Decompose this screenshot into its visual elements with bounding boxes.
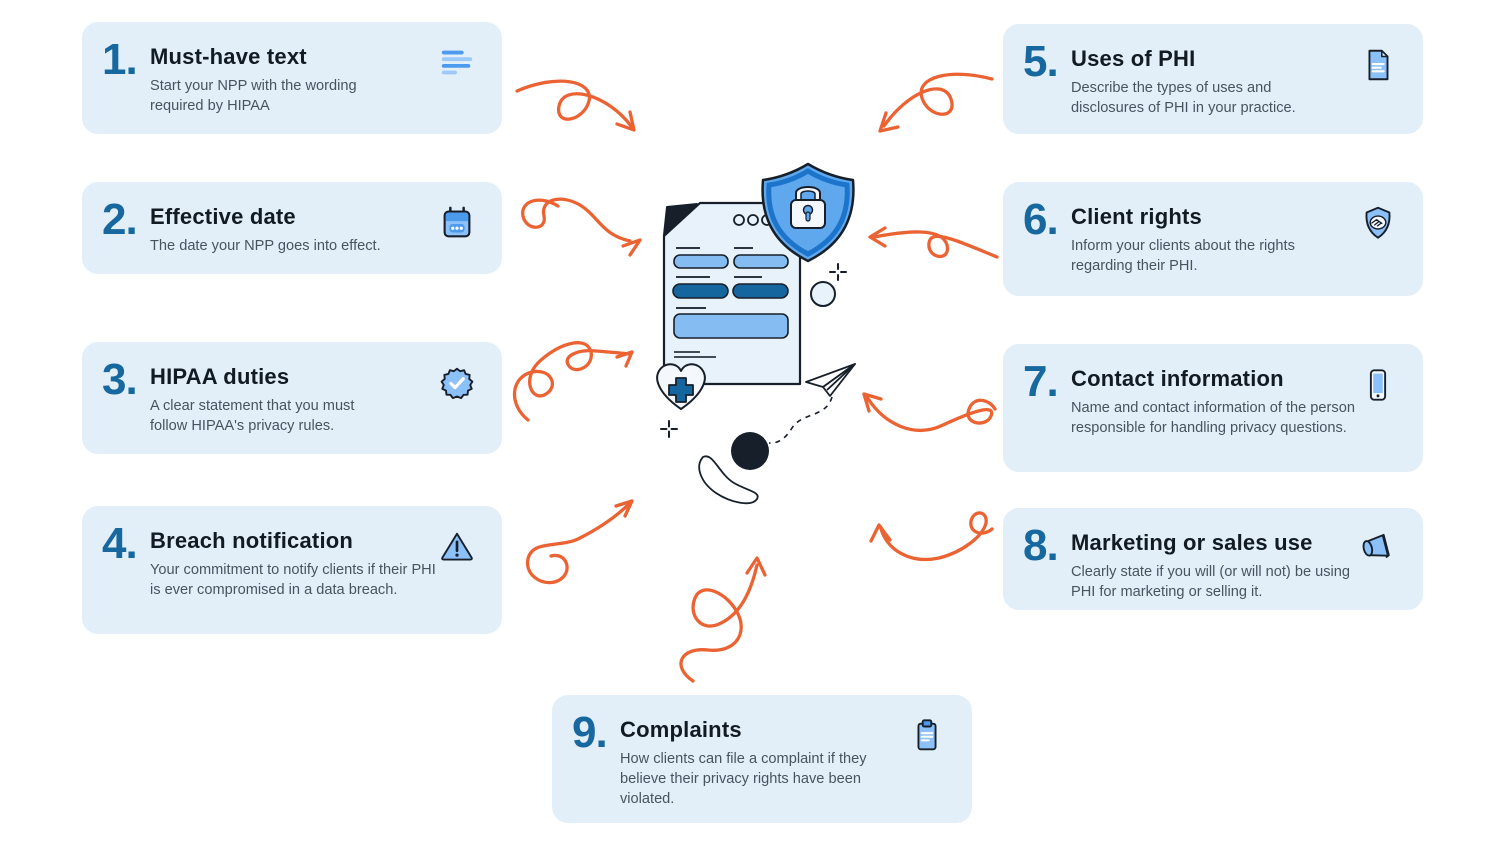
step-card-breach-notification: 4. Breach notification Your commitment t… bbox=[82, 506, 502, 634]
arrow-9 bbox=[679, 556, 767, 683]
step-number: 8. bbox=[1023, 521, 1059, 570]
step-card-complaints: 9. Complaints How clients can file a com… bbox=[552, 695, 972, 823]
megaphone-icon bbox=[1362, 533, 1390, 558]
handshake-shield-icon bbox=[1365, 206, 1391, 239]
step-number: 3. bbox=[102, 355, 138, 404]
warning-triangle-icon bbox=[441, 532, 473, 561]
npp-document bbox=[662, 201, 802, 386]
step-description: A clear statement that you must follow H… bbox=[150, 398, 355, 435]
black-dot bbox=[731, 432, 769, 470]
step-number: 6. bbox=[1023, 195, 1059, 244]
step-card-contact-information: 7. Contact information Name and contact … bbox=[1003, 344, 1423, 472]
circle-accent bbox=[810, 281, 836, 307]
small-plus bbox=[660, 420, 678, 438]
step-card-must-have-text: 1. Must-have text Start your NPP with th… bbox=[82, 22, 502, 134]
step-description: Describe the types of uses and disclosur… bbox=[1071, 80, 1296, 117]
step-title: Effective date bbox=[150, 204, 296, 229]
step-card-uses-of-phi: 5. Uses of PHI Describe the types of use… bbox=[1003, 24, 1423, 134]
step-card-marketing-or-sales-use: 8. Marketing or sales use Clearly state … bbox=[1003, 508, 1423, 610]
step-title: Complaints bbox=[620, 717, 742, 742]
dashed-path bbox=[768, 396, 833, 444]
smartphone-icon bbox=[1369, 369, 1387, 401]
step-number: 2. bbox=[102, 195, 138, 244]
step-number: 4. bbox=[102, 519, 138, 568]
step-description: Inform your clients about the rights reg… bbox=[1071, 238, 1295, 275]
arrow-7 bbox=[862, 392, 997, 432]
step-card-hipaa-duties: 3. HIPAA duties A clear statement that y… bbox=[82, 342, 502, 454]
clipboard-icon bbox=[917, 719, 937, 751]
step-title: Breach notification bbox=[150, 528, 354, 553]
step-description: Your commitment to notify clients if the… bbox=[150, 562, 436, 599]
step-title: HIPAA duties bbox=[150, 364, 290, 389]
text-lines-icon bbox=[441, 50, 473, 75]
step-title: Uses of PHI bbox=[1071, 46, 1196, 71]
step-number: 5. bbox=[1023, 37, 1059, 86]
step-title: Marketing or sales use bbox=[1071, 530, 1313, 555]
step-description: Name and contact information of the pers… bbox=[1071, 400, 1355, 437]
step-description: Clearly state if you will (or will not) … bbox=[1071, 564, 1351, 601]
arrow-5 bbox=[878, 72, 994, 133]
arrow-6 bbox=[868, 226, 999, 259]
arrow-8 bbox=[869, 511, 994, 561]
step-number: 7. bbox=[1023, 357, 1059, 406]
step-number: 9. bbox=[572, 708, 608, 757]
step-number: 1. bbox=[102, 35, 138, 84]
arrow-2 bbox=[521, 197, 642, 257]
step-description: Start your NPP with the wording required… bbox=[150, 78, 357, 115]
arrow-1 bbox=[515, 79, 636, 132]
step-title: Contact information bbox=[1071, 366, 1284, 391]
step-title: Must-have text bbox=[150, 44, 307, 69]
step-description: The date your NPP goes into effect. bbox=[150, 238, 381, 254]
verified-badge-icon bbox=[440, 367, 474, 400]
step-description: How clients can file a complaint if they… bbox=[620, 751, 867, 808]
heart-cross-icon bbox=[656, 363, 706, 410]
document-icon bbox=[1368, 49, 1389, 81]
phone-handset-shape bbox=[698, 455, 759, 505]
shield-lock-icon bbox=[761, 162, 855, 263]
step-title: Client rights bbox=[1071, 204, 1202, 229]
step-card-client-rights: 6. Client rights Inform your clients abo… bbox=[1003, 182, 1423, 296]
calendar-icon bbox=[443, 206, 471, 238]
step-card-effective-date: 2. Effective date The date your NPP goes… bbox=[82, 182, 502, 274]
paper-plane-icon bbox=[805, 363, 856, 397]
arrow-3 bbox=[512, 341, 634, 422]
arrow-4 bbox=[526, 499, 634, 585]
sparkle-plus bbox=[829, 263, 847, 281]
